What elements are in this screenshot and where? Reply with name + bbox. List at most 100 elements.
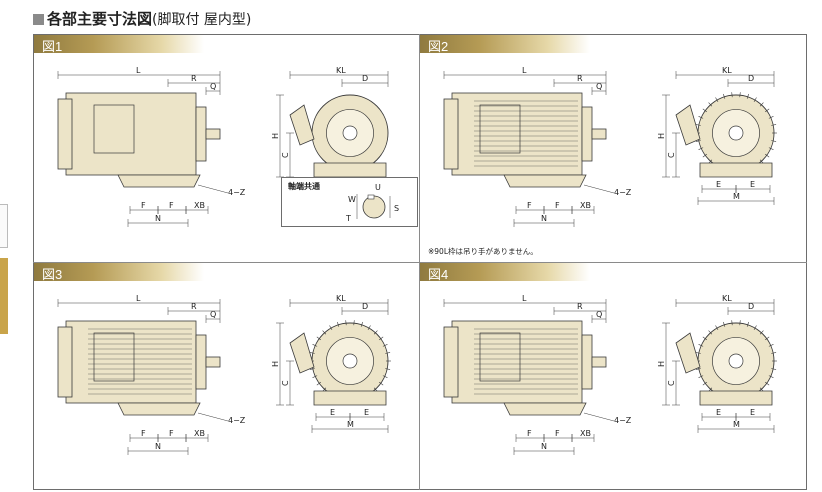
shaft-center — [342, 353, 358, 369]
dim-F: F — [141, 201, 146, 210]
dim-D: D — [362, 74, 368, 83]
dim-D: D — [362, 302, 368, 311]
terminal-box — [93, 332, 135, 382]
dim-L: L — [522, 66, 527, 75]
fan-cover — [443, 98, 459, 170]
dim-D: D — [748, 74, 754, 83]
mounting-foot — [503, 402, 587, 416]
radial-fin — [753, 325, 757, 330]
dim-N: N — [155, 214, 161, 223]
dim-M: M — [733, 420, 740, 429]
radial-fin — [768, 344, 774, 347]
dim-C: C — [281, 152, 290, 158]
dim-KL: KL — [722, 294, 732, 303]
terminal-box — [93, 104, 135, 154]
end-bracket — [195, 334, 207, 390]
radial-fin — [312, 375, 318, 378]
radial-fin — [764, 381, 770, 386]
page-title: 各部主要寸法図(脚取付 屋内型) — [33, 8, 251, 29]
radial-fin — [702, 108, 708, 113]
title-square-icon — [33, 14, 44, 25]
shaft — [205, 356, 221, 368]
radial-fin — [373, 330, 378, 335]
shaft-center — [728, 353, 744, 369]
grid-divider-horizontal — [33, 262, 807, 263]
figure-header: 図1 — [34, 35, 204, 54]
radial-fin — [771, 352, 777, 354]
dim-F: F — [527, 201, 532, 210]
radial-fin — [316, 381, 322, 386]
end-bracket — [195, 106, 207, 162]
figure-label: 図1 — [42, 39, 63, 54]
motor-body — [65, 320, 197, 404]
dim-XB: XB — [194, 201, 205, 210]
dim-F: F — [169, 429, 174, 438]
radial-fin — [309, 368, 315, 370]
side-tab-active[interactable] — [0, 258, 8, 334]
dim-Q: Q — [210, 310, 216, 319]
leader-line — [583, 184, 615, 194]
front-foot — [313, 390, 387, 406]
dim-T: T — [345, 214, 351, 223]
radial-fin — [378, 336, 384, 341]
dim-H: H — [657, 133, 666, 139]
figure-header: 図3 — [34, 263, 204, 282]
radial-fin — [322, 330, 327, 335]
shaft — [205, 128, 221, 140]
radial-fin — [353, 320, 355, 326]
dim-XB: XB — [194, 429, 205, 438]
radial-fin — [698, 116, 704, 119]
dim-Z: 4−Z — [228, 416, 246, 425]
dim-U: U — [375, 183, 381, 192]
dim-F: F — [169, 201, 174, 210]
dim-E: E — [330, 408, 335, 417]
radial-fin — [764, 336, 770, 341]
dim-E: E — [750, 180, 755, 189]
radial-fin — [746, 93, 749, 99]
dim-R: R — [577, 302, 583, 311]
dim-D: D — [748, 302, 754, 311]
radial-fin — [698, 147, 704, 150]
shaft-end-title: 軸端共通 — [288, 182, 320, 191]
radial-fin — [759, 330, 764, 335]
fan-cover — [443, 326, 459, 398]
dim-N: N — [155, 442, 161, 451]
dim-Z: 4−Z — [614, 188, 632, 197]
radial-fin — [382, 344, 388, 347]
radial-fin — [695, 124, 701, 126]
dim-R: R — [191, 74, 197, 83]
dim-E: E — [716, 180, 721, 189]
leader-line — [583, 412, 615, 422]
dim-F: F — [555, 201, 560, 210]
radial-fin — [312, 344, 318, 347]
front-foot — [313, 162, 387, 178]
shaft — [591, 128, 607, 140]
dim-Z: 4−Z — [614, 416, 632, 425]
dim-H: H — [657, 361, 666, 367]
radial-fin — [764, 153, 770, 158]
figure-header: 図2 — [420, 35, 590, 54]
dim-W: W — [348, 195, 356, 204]
dim-C: C — [667, 380, 676, 386]
radial-fin — [337, 321, 340, 327]
motor-body — [65, 92, 197, 176]
side-terminal-box — [289, 104, 315, 146]
radial-fin — [768, 147, 774, 150]
figure-header: 図4 — [420, 263, 590, 282]
radial-fin — [715, 97, 719, 102]
dim-F: F — [555, 429, 560, 438]
dim-Q: Q — [210, 82, 216, 91]
radial-fin — [698, 375, 704, 378]
radial-fin — [382, 375, 388, 378]
dim-KL: KL — [336, 66, 346, 75]
radial-fin — [702, 153, 708, 158]
dim-C: C — [281, 380, 290, 386]
radial-fin — [708, 330, 713, 335]
fan-cover — [57, 98, 73, 170]
radial-fin — [695, 352, 701, 354]
side-tab[interactable] — [0, 204, 8, 248]
dim-Q: Q — [596, 82, 602, 91]
